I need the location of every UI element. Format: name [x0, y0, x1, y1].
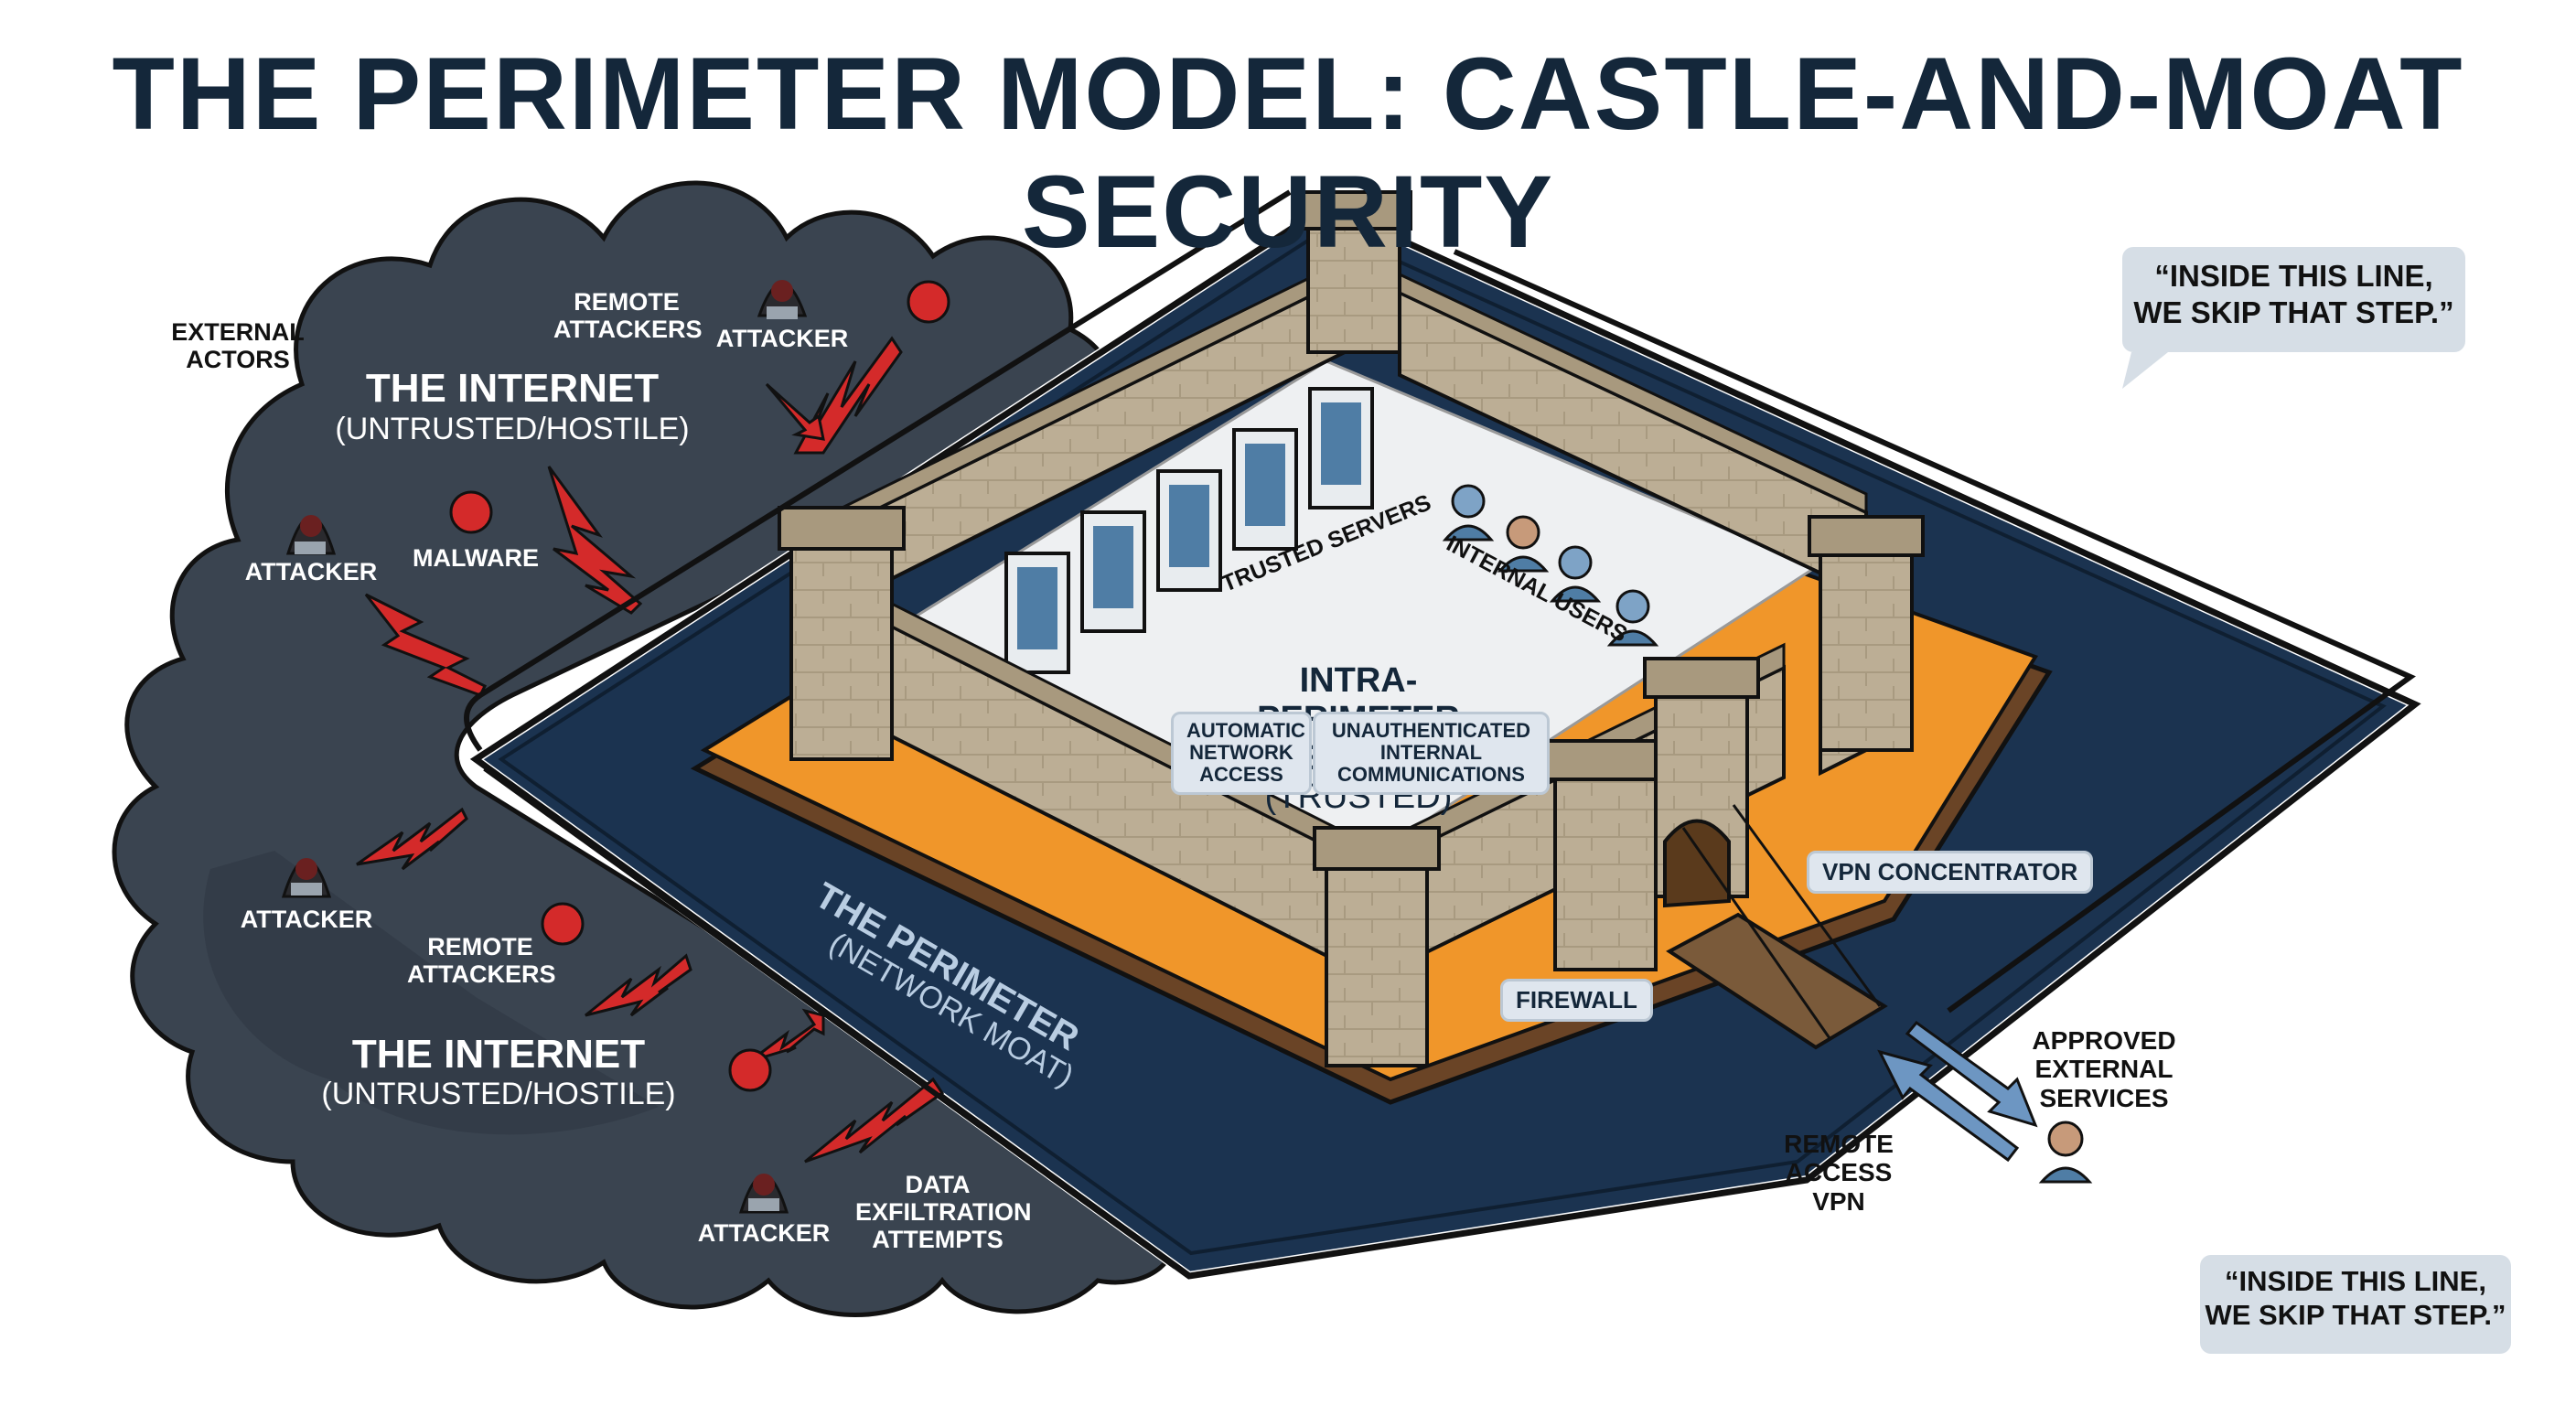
remote-user-icon — [2038, 1121, 2093, 1184]
remote-access-arrows — [1877, 1020, 2038, 1163]
server-rack-1 — [1004, 552, 1070, 674]
threat-arrow — [585, 953, 692, 1017]
malware-icons — [449, 280, 950, 1092]
user-icon — [1497, 515, 1550, 573]
attackers — [281, 280, 808, 1214]
inbound-arrow — [1877, 1049, 2020, 1163]
internet-subtitle-label: (UNTRUSTED/HOSTILE) — [335, 412, 690, 446]
internal-users — [1442, 484, 1659, 647]
attacker-icon — [285, 515, 337, 555]
malware-label: MALWARE — [413, 544, 539, 572]
attacker-label: ATTACKER — [240, 906, 373, 933]
internet-cloud — [112, 180, 1178, 1317]
user-icon — [1549, 545, 1602, 603]
quote-bubble-top: “INSIDE THIS LINE, WE SKIP THAT STEP.” — [2122, 247, 2465, 352]
unauthenticated-tag: UNAUTHENTICATED INTERNAL COMMUNICATIONS — [1313, 712, 1550, 795]
castle-towers — [778, 190, 1925, 1067]
gatehouse — [1542, 657, 1760, 971]
perimeter-line — [464, 189, 2416, 1270]
attacker-label: ATTACKER — [697, 1219, 831, 1247]
approved-services-label: APPROVED EXTERNAL SERVICES — [2032, 1026, 2176, 1112]
attacker-icon — [281, 858, 332, 898]
remote-attackers-label: REMOTE ATTACKERS — [407, 933, 556, 989]
external-actors-label: EXTERNAL ACTORS — [171, 318, 305, 374]
server-rack-2 — [1080, 510, 1146, 633]
quote-bubble-bottom: “INSIDE THIS LINE, WE SKIP THAT STEP.” — [2200, 1255, 2511, 1354]
user-icon — [1606, 589, 1659, 647]
automatic-access-tag: AUTOMATIC NETWORK ACCESS — [1171, 712, 1312, 795]
virus-icon — [907, 280, 950, 324]
virus-icon — [728, 1048, 772, 1092]
server-rack-3 — [1156, 469, 1222, 592]
vpn-concentrator-tag: VPN CONCENTRATOR — [1807, 851, 2094, 894]
page-title: THE PERIMETER MODEL: CASTLE-AND-MOAT SEC… — [112, 37, 2464, 269]
remote-vpn-label: REMOTE ACCESS VPN — [1784, 1130, 1894, 1216]
attacker-icon — [738, 1174, 789, 1214]
bubble-tail — [2122, 352, 2168, 389]
tower-back — [1295, 190, 1412, 354]
remote-attackers-label: REMOTE ATTACKERS — [553, 288, 703, 344]
internet-title-label: THE INTERNET — [351, 1032, 646, 1077]
tower-left — [778, 506, 906, 761]
threat-arrow — [765, 382, 825, 441]
attacker-label: ATTACKER — [244, 558, 378, 585]
user-icon — [1442, 484, 1495, 542]
virus-icon — [541, 902, 585, 946]
trusted-servers — [1004, 387, 1374, 674]
threat-arrow — [356, 807, 468, 871]
threat-arrow — [804, 1077, 945, 1164]
drawbridge — [1666, 804, 1888, 1050]
tower-front — [1313, 826, 1441, 1067]
virus-icon — [449, 490, 493, 534]
tower-right — [1808, 515, 1925, 752]
server-rack-4 — [1232, 428, 1298, 551]
threat-arrows — [356, 336, 945, 1164]
internet-subtitle-label: (UNTRUSTED/HOSTILE) — [321, 1077, 676, 1111]
data-exfiltration-label: DATA EXFILTRATION ATTEMPTS — [855, 1171, 1032, 1254]
attacker-label: ATTACKER — [715, 325, 849, 352]
internet-title-label: THE INTERNET — [365, 366, 660, 411]
firewall-tag: FIREWALL — [1500, 979, 1653, 1022]
server-rack-5 — [1308, 387, 1374, 509]
attacker-icon — [757, 280, 808, 319]
outbound-arrow — [1905, 1020, 2038, 1128]
threat-arrow — [547, 466, 643, 615]
